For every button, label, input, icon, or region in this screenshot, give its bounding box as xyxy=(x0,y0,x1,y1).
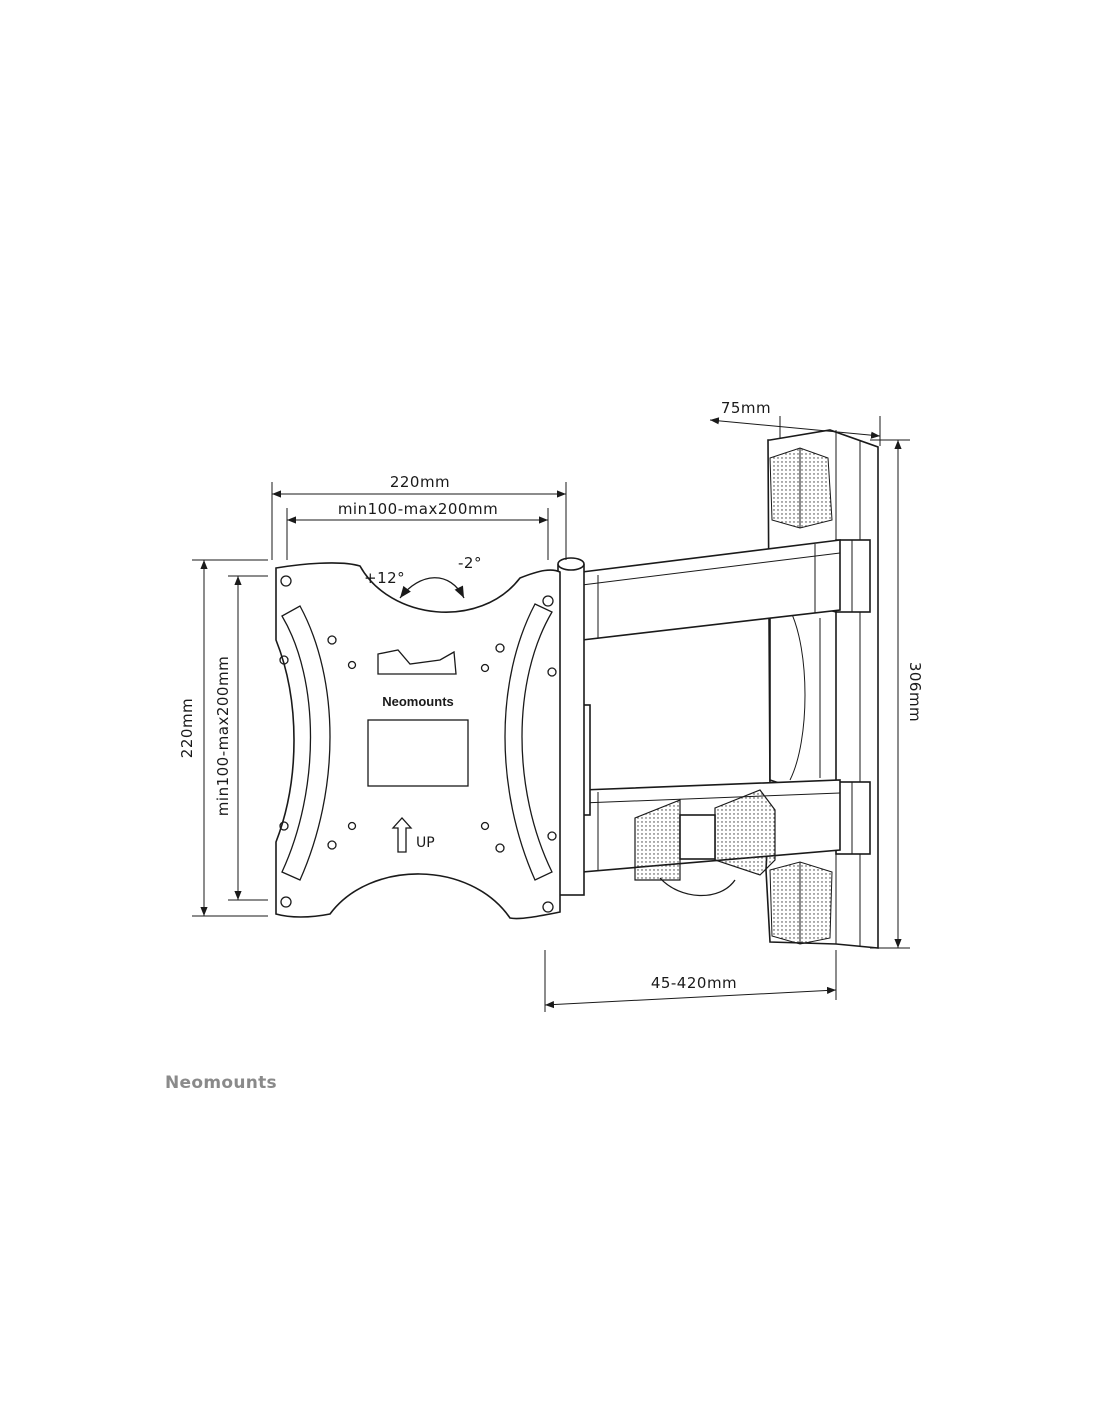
footer-brand-logo: Neomounts xyxy=(165,1073,277,1093)
wall-plate xyxy=(765,429,879,949)
wall-depth-label: 75mm xyxy=(721,399,771,417)
plate-brand-label: Neomounts xyxy=(382,694,454,709)
dimension-lines xyxy=(192,416,910,1012)
wall-height-label: 306mm xyxy=(906,662,924,722)
vesa-vertical-label: min100-max200mm xyxy=(214,656,232,816)
plate-height-label: 220mm xyxy=(178,698,196,758)
tilt-down-label: -2° xyxy=(458,554,482,572)
plate-width-label: 220mm xyxy=(390,473,450,491)
tilt-up-label: +12° xyxy=(364,569,405,587)
arm-extension-label: 45-420mm xyxy=(651,974,737,992)
up-label: UP xyxy=(416,835,435,851)
articulating-arms xyxy=(539,539,841,897)
mounting-holes xyxy=(279,575,557,913)
dimension-labels: 220mm min100-max200mm 220mm min100-max20… xyxy=(178,399,924,992)
vesa-plate: Neomounts UP +12° -2° xyxy=(275,554,561,920)
vesa-horizontal-label: min100-max200mm xyxy=(338,500,498,518)
